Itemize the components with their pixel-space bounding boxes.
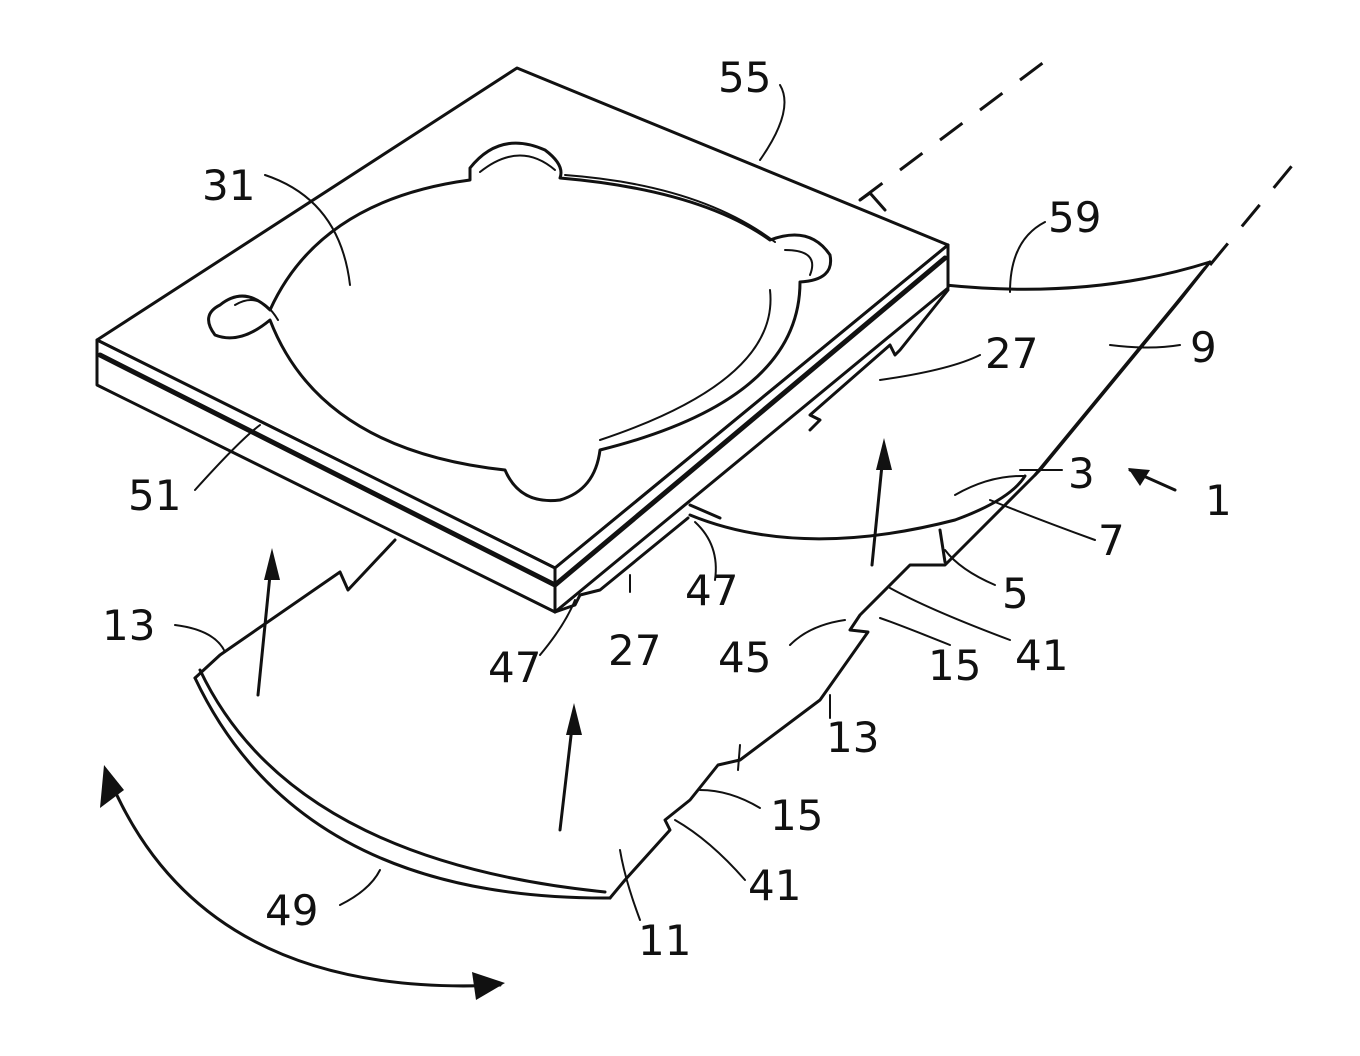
- label-45: 45: [718, 633, 771, 682]
- label-41-lower: 41: [748, 861, 801, 910]
- label-13-left: 13: [102, 601, 155, 650]
- label-31: 31: [202, 161, 255, 210]
- label-41-upper: 41: [1015, 631, 1068, 680]
- label-7: 7: [1098, 516, 1125, 565]
- label-55: 55: [718, 53, 771, 102]
- label-15-lower: 15: [770, 791, 823, 840]
- label-47-left: 47: [488, 643, 541, 692]
- tray-body: [97, 68, 948, 612]
- label-49: 49: [265, 886, 318, 935]
- label-9: 9: [1190, 323, 1217, 372]
- label-3: 3: [1068, 449, 1095, 498]
- label-51: 51: [128, 471, 181, 520]
- label-13-right: 13: [826, 713, 879, 762]
- label-5: 5: [1002, 569, 1029, 618]
- label-27-upper: 27: [985, 329, 1038, 378]
- label-1: 1: [1205, 476, 1232, 525]
- label-27-lower: 27: [608, 626, 661, 675]
- label-47-right: 47: [685, 566, 738, 615]
- label-59: 59: [1048, 193, 1101, 242]
- extension-line-lower: [1210, 150, 1305, 265]
- label-15-upper: 15: [928, 641, 981, 690]
- label-11: 11: [638, 916, 691, 965]
- extension-line-upper: [860, 50, 1060, 200]
